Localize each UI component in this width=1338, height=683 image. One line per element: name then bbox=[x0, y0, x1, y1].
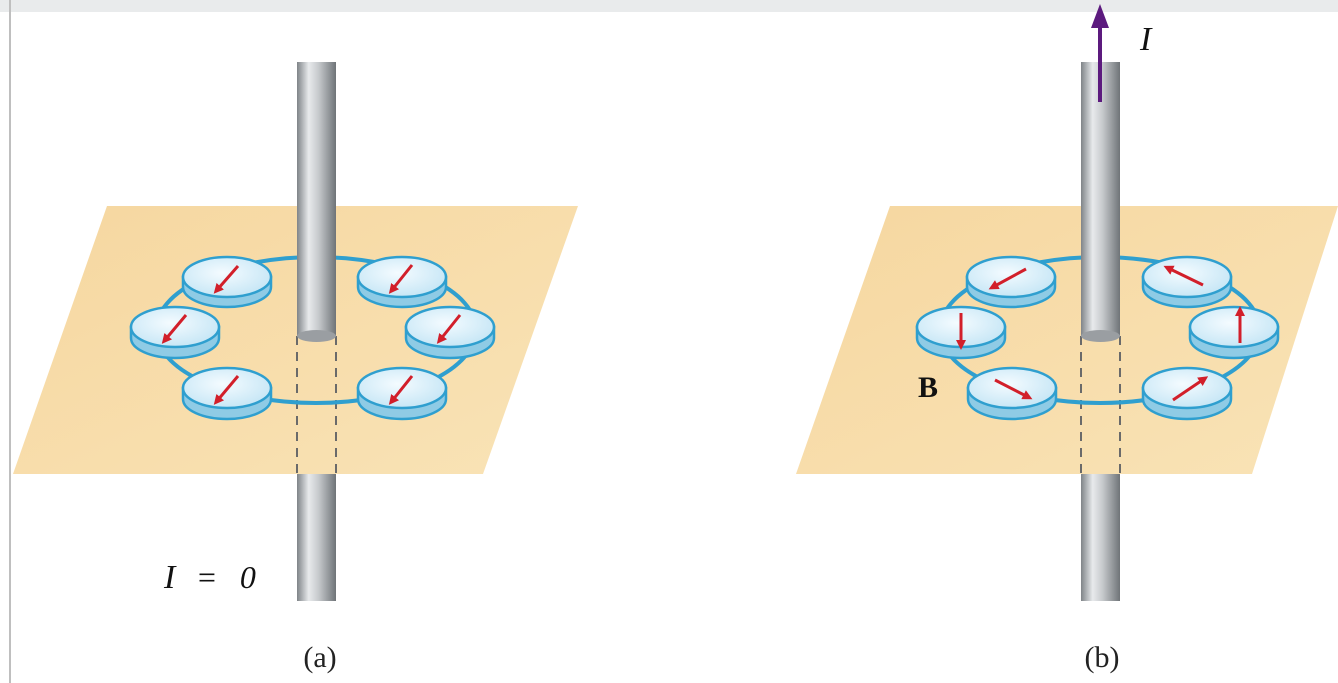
current-symbol-a: I bbox=[163, 559, 177, 596]
left-border-rule bbox=[9, 0, 11, 683]
wire-bottom-end-b bbox=[1081, 330, 1120, 342]
compass-a-bottom-left bbox=[181, 366, 273, 421]
compass-b-top-right bbox=[1141, 255, 1233, 309]
compass-a-mid-left bbox=[129, 305, 221, 360]
panel-b: I bbox=[796, 4, 1338, 674]
needle-a-bottom-right bbox=[388, 375, 414, 405]
wire-lower-segment-b bbox=[1081, 473, 1120, 601]
current-arrow-up bbox=[1091, 4, 1109, 102]
current-value-a: 0 bbox=[240, 559, 256, 595]
compass-a-mid-right bbox=[404, 305, 496, 360]
top-border-strip bbox=[0, 0, 1338, 12]
compass-b-mid-right bbox=[1188, 305, 1280, 360]
needle-b-top-left bbox=[988, 267, 1027, 290]
needle-b-bottom-left bbox=[994, 378, 1033, 400]
wire-bottom-end bbox=[297, 330, 336, 342]
compass-a-top-left bbox=[181, 255, 273, 309]
compass-b-mid-left bbox=[915, 305, 1007, 360]
current-label-b: I bbox=[1139, 21, 1153, 58]
field-label-b: B bbox=[918, 371, 938, 404]
needle-a-mid-right bbox=[436, 314, 462, 344]
caption-panel-a: (a) bbox=[303, 641, 336, 674]
needle-a-top-left bbox=[213, 265, 240, 294]
caption-panel-b: (b) bbox=[1085, 641, 1120, 674]
panel-a: I = 0 (a) bbox=[13, 62, 578, 674]
compass-b-top-left bbox=[965, 255, 1057, 309]
wire-upper-segment bbox=[297, 62, 336, 336]
compass-b-bottom-right bbox=[1141, 366, 1233, 421]
compass-a-bottom-right bbox=[356, 366, 448, 421]
needle-a-bottom-left bbox=[213, 375, 240, 405]
needle-b-bottom-right bbox=[1172, 376, 1209, 402]
wire-lower-segment bbox=[297, 473, 336, 601]
equals-sign-a: = bbox=[196, 559, 218, 595]
wire-upper-segment-b bbox=[1081, 62, 1120, 336]
needle-a-top-right bbox=[388, 264, 414, 294]
needle-a-mid-left bbox=[161, 314, 188, 344]
needle-b-top-right bbox=[1163, 265, 1204, 287]
current-label-a: I = 0 bbox=[163, 559, 256, 596]
compass-b-bottom-left bbox=[966, 366, 1058, 421]
compass-a-top-right bbox=[356, 255, 448, 309]
